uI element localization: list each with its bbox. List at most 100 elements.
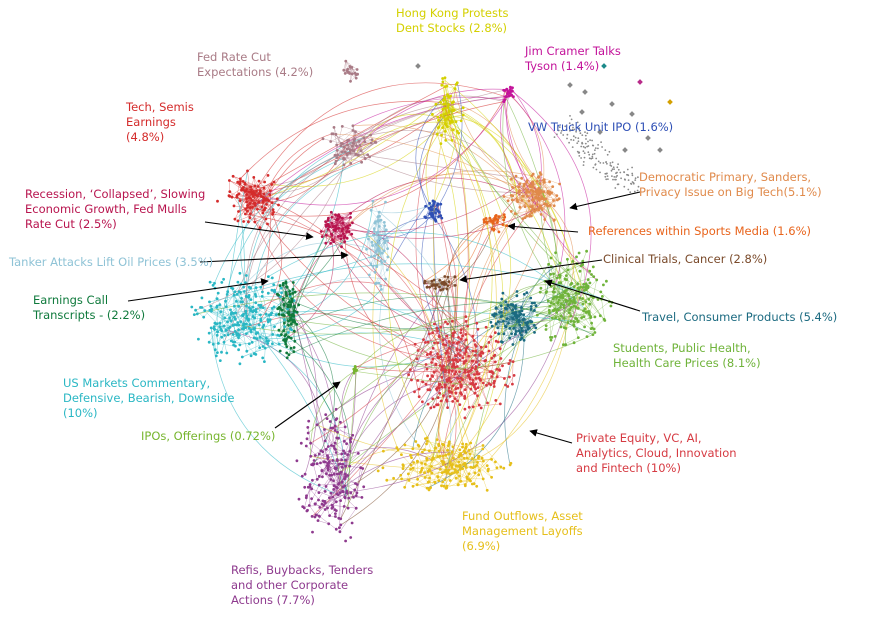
node xyxy=(342,232,345,236)
edge xyxy=(353,316,466,374)
node xyxy=(508,359,512,362)
node xyxy=(472,339,476,342)
node xyxy=(518,189,521,192)
node xyxy=(539,173,543,176)
node xyxy=(594,149,596,152)
node xyxy=(464,338,468,342)
nodes-privateequity xyxy=(407,315,516,420)
node xyxy=(363,157,367,161)
node xyxy=(463,416,467,420)
label-line: IPOs, Offerings (0.72%) xyxy=(141,429,275,443)
node xyxy=(367,273,371,277)
edge xyxy=(497,308,507,328)
node xyxy=(587,140,589,143)
node xyxy=(501,223,505,227)
node xyxy=(288,292,292,296)
nodes-earningscall xyxy=(275,280,300,360)
node xyxy=(333,162,337,166)
node xyxy=(569,319,573,323)
edge xyxy=(432,332,447,337)
node xyxy=(572,296,576,299)
node xyxy=(409,453,412,457)
node xyxy=(334,527,338,531)
node xyxy=(441,107,445,111)
node xyxy=(372,227,376,231)
node xyxy=(287,313,291,317)
node xyxy=(264,312,268,316)
node xyxy=(245,274,248,277)
node xyxy=(571,123,574,126)
node xyxy=(251,315,255,318)
node xyxy=(552,302,556,306)
node xyxy=(321,137,325,141)
node xyxy=(222,324,226,328)
node xyxy=(242,327,245,331)
node xyxy=(562,343,565,347)
node xyxy=(297,497,301,501)
node xyxy=(229,312,233,316)
node xyxy=(245,332,248,335)
node xyxy=(253,336,257,340)
edge xyxy=(242,315,348,494)
node xyxy=(291,287,295,291)
node xyxy=(276,307,280,311)
node xyxy=(341,221,345,225)
label-usmarkets: US Markets Commentary,Defensive, Bearish… xyxy=(63,376,234,420)
node xyxy=(499,465,503,469)
node xyxy=(386,247,389,251)
node xyxy=(611,175,613,178)
node xyxy=(523,205,527,209)
node xyxy=(223,316,227,320)
node xyxy=(343,452,347,455)
label-line: Students, Public Health, xyxy=(613,341,751,355)
node xyxy=(486,401,489,405)
edge xyxy=(269,320,280,345)
node xyxy=(457,336,460,339)
node xyxy=(520,309,524,313)
edge xyxy=(209,341,236,347)
node xyxy=(530,193,534,197)
node xyxy=(238,177,242,181)
node xyxy=(434,211,437,215)
nodes-fedcut2 xyxy=(342,59,359,83)
node xyxy=(542,198,546,201)
node xyxy=(508,88,512,92)
node xyxy=(597,147,599,150)
node xyxy=(443,470,446,474)
node xyxy=(451,332,455,335)
node xyxy=(617,163,619,166)
node xyxy=(342,145,346,149)
edge xyxy=(354,89,504,140)
node xyxy=(232,312,236,315)
node xyxy=(493,217,496,221)
node xyxy=(529,319,532,323)
node xyxy=(325,417,329,420)
nodes-fundoutflows xyxy=(376,436,513,492)
node xyxy=(542,190,546,194)
node xyxy=(499,315,503,318)
node xyxy=(307,504,311,507)
node xyxy=(472,482,476,486)
node xyxy=(435,387,438,391)
edge xyxy=(335,216,341,227)
node xyxy=(637,79,643,85)
node xyxy=(611,168,614,171)
edge xyxy=(493,225,507,231)
edge xyxy=(330,130,354,142)
edge xyxy=(437,116,497,481)
node xyxy=(564,289,568,292)
node xyxy=(424,437,427,440)
node xyxy=(599,290,603,294)
node xyxy=(435,326,439,330)
node xyxy=(490,370,493,373)
node xyxy=(567,303,570,306)
edge xyxy=(268,232,586,310)
edge xyxy=(264,348,266,362)
node xyxy=(551,185,555,189)
node xyxy=(518,331,522,335)
node xyxy=(334,213,337,217)
node xyxy=(272,180,276,184)
node xyxy=(413,342,417,346)
node xyxy=(239,180,242,183)
